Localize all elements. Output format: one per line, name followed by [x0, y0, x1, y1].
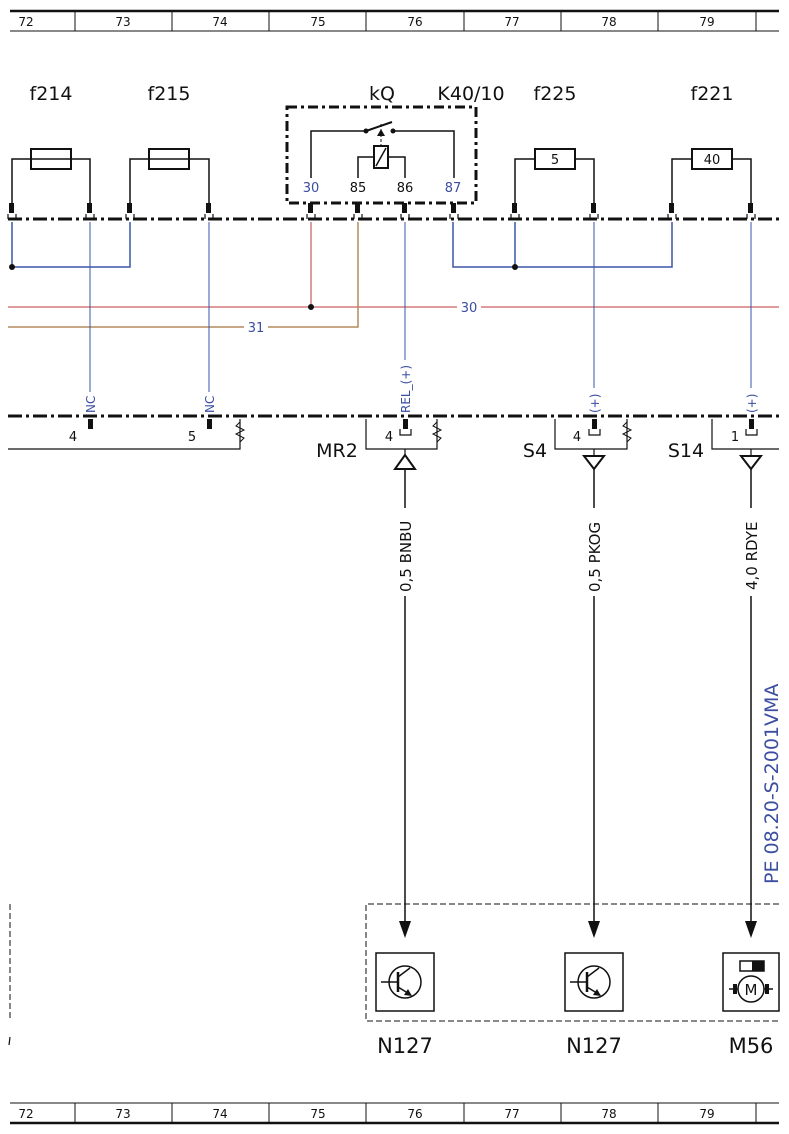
fuse-f225: 5 [514, 148, 595, 212]
long-wires [404, 469, 752, 925]
arrow-head [745, 921, 757, 938]
grid-label: 72 [18, 15, 33, 29]
signal-down-triangle [738, 455, 764, 471]
arrow-head [588, 921, 600, 938]
grid-label: 74 [212, 1107, 227, 1121]
relay-pin-86: 86 [397, 181, 414, 196]
label-rel-plus: REL_(+) [399, 365, 413, 413]
relay-label-k40: K40/10 [437, 83, 504, 105]
connector-pin-4: 4 [385, 430, 393, 445]
connector-pin-5: 5 [188, 430, 196, 445]
connector-pin-4: 4 [69, 430, 77, 445]
fuse-label-f215: f215 [148, 83, 191, 105]
wire-label-bnbu: 0,5 BNBU [397, 521, 415, 592]
fuse-f215 [129, 148, 210, 212]
grid-label: 77 [504, 15, 519, 29]
relay-pin-87: 87 [445, 181, 462, 196]
grid-label: 77 [504, 1107, 519, 1121]
grid-label: 79 [699, 15, 714, 29]
motor-icon: M [722, 952, 780, 1012]
svg-text:M: M [745, 981, 758, 999]
arrow-head [399, 921, 411, 938]
label-plus-1: (+) [588, 394, 602, 413]
transistor-icon [375, 952, 435, 1012]
connector-label-s4: S4 [523, 440, 547, 462]
relay-pin-30: 30 [303, 181, 320, 196]
grid-label: 78 [601, 15, 616, 29]
signal-up-triangle [393, 453, 417, 470]
document-id: PE 08.20-S-2001VMA [761, 684, 783, 884]
component-label-n127: N127 [566, 1034, 622, 1058]
grid-label: 72 [18, 1107, 33, 1121]
grid-label: 76 [407, 15, 422, 29]
signal-down-triangle [581, 455, 607, 471]
connector-pin-1: 1 [731, 430, 739, 445]
fuse-rating-f221: 40 [704, 153, 721, 168]
label-nc-1: NC [84, 396, 98, 413]
relay-label-kq: kQ [369, 83, 395, 105]
transistor-icon [564, 952, 624, 1012]
grid-label: 74 [212, 15, 227, 29]
bus-30: 30 [8, 222, 779, 316]
relay-kq: 30 85 86 87 [285, 105, 478, 205]
bus-30-label: 30 [461, 301, 478, 316]
relay-pin-85: 85 [350, 181, 367, 196]
bus-31: 31 [8, 222, 359, 336]
fuse-f221: 40 [671, 148, 752, 212]
grid-label: 75 [310, 15, 325, 29]
grid-label: 76 [407, 1107, 422, 1121]
component-label-m56: M56 [729, 1034, 774, 1058]
fuse-rating-f225: 5 [551, 153, 559, 168]
label-nc-2: NC [203, 396, 217, 413]
blue-wiring [11, 222, 673, 268]
fuse-label-f214: f214 [30, 83, 73, 105]
wire-label-rdye: 4,0 RDYE [743, 522, 761, 590]
module-boundary [365, 903, 779, 1022]
connector-pin-4: 4 [573, 430, 581, 445]
connector-label-mr2: MR2 [316, 440, 358, 462]
fuse-label-f221: f221 [691, 83, 734, 105]
label-plus-2: (+) [745, 394, 759, 413]
lower-connector-strip [8, 414, 779, 450]
top-grid-strip: 72 73 74 75 76 77 78 79 [10, 9, 779, 32]
grid-label: 73 [115, 1107, 130, 1121]
component-label-n127: N127 [377, 1034, 433, 1058]
grid-label: 78 [601, 1107, 616, 1121]
grid-label: 79 [699, 1107, 714, 1121]
upper-connector-strip [7, 203, 779, 221]
bottom-grid-strip: 72 73 74 75 76 77 78 79 [10, 1102, 779, 1125]
wire-label-pkog: 0,5 PKOG [586, 522, 604, 592]
bus-31-label: 31 [248, 321, 265, 336]
fuse-f214 [11, 148, 91, 212]
grid-label: 73 [115, 15, 130, 29]
signal-wires [89, 222, 752, 392]
fuse-label-f225: f225 [534, 83, 577, 105]
connector-label-s14: S14 [668, 440, 704, 462]
grid-label: 75 [310, 1107, 325, 1121]
